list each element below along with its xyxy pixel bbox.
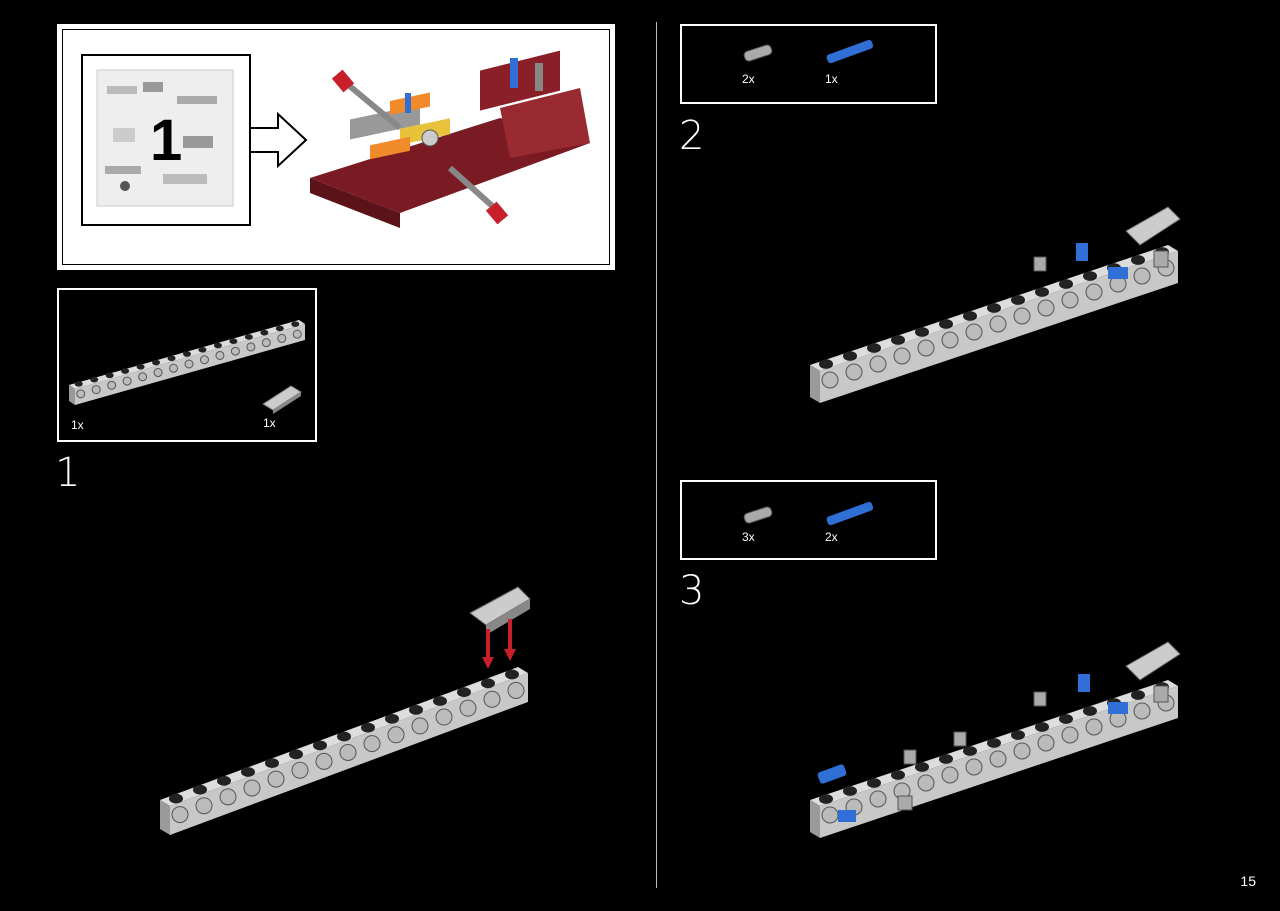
bag-contents-illustration bbox=[96, 69, 234, 207]
step-2-part-1-qty: 2x bbox=[742, 72, 755, 86]
page-divider bbox=[656, 22, 657, 888]
slope-panel-part-icon bbox=[262, 385, 302, 414]
step-1-part-1-qty: 1x bbox=[71, 418, 84, 432]
blue-axle-pin-part-icon bbox=[826, 501, 874, 526]
gray-pin-part-icon bbox=[743, 44, 773, 62]
step-3-part-2-qty: 2x bbox=[825, 530, 838, 544]
completed-model-illustration bbox=[310, 50, 590, 228]
step-2-assembly-illustration bbox=[810, 206, 1181, 403]
step-2-parts-callout: 2x 1x bbox=[680, 24, 937, 104]
step-3-number: 3 bbox=[679, 568, 705, 614]
step-3-assembly-illustration bbox=[810, 641, 1181, 838]
gray-pin-part-icon bbox=[743, 506, 773, 524]
step-1-assembly-illustration bbox=[160, 586, 531, 835]
arrow-right-icon bbox=[249, 111, 308, 169]
step-3-parts-callout: 3x 2x bbox=[680, 480, 937, 560]
page-number: 15 bbox=[1240, 873, 1256, 889]
blue-axle-pin-part-icon bbox=[826, 39, 874, 64]
step-2-number: 2 bbox=[679, 113, 705, 159]
parts-bag-image bbox=[81, 54, 251, 226]
beam-15-part-icon bbox=[69, 320, 305, 405]
step-2-part-2-qty: 1x bbox=[825, 72, 838, 86]
step-1-part-2-qty: 1x bbox=[263, 416, 276, 430]
step-1-parts-callout: 1x 1x bbox=[57, 288, 317, 442]
step-1-number: 1 bbox=[55, 450, 81, 496]
step-3-part-1-qty: 3x bbox=[742, 530, 755, 544]
bag-number: 1 bbox=[150, 108, 183, 173]
